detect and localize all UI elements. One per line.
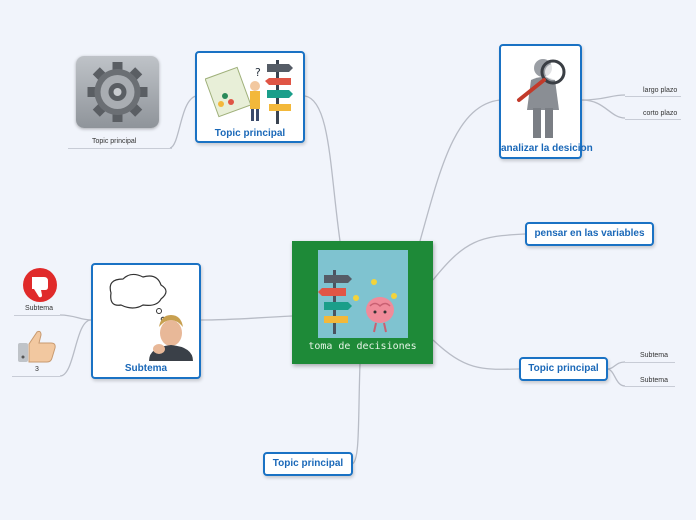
link-central-bottom [351, 363, 361, 465]
thumbs-down-caption: Subtema [25, 305, 54, 312]
link-analyze-largo [581, 94, 626, 101]
link-central-variables [432, 233, 526, 281]
link-left-thumbsup [59, 319, 92, 377]
corto-underline [625, 119, 681, 120]
subtopic-right-2: Subtema [640, 377, 669, 384]
largo-underline [625, 96, 681, 97]
gear-caption: Topic principal [92, 138, 137, 145]
subtopic-right-1: Subtema [640, 352, 669, 359]
central-topic-label: toma de decisiones [308, 341, 417, 352]
thinking-person-icon [109, 273, 193, 361]
topic-top-label: Topic principal [214, 128, 286, 139]
thumbs-up-caption: 3 [35, 366, 39, 373]
topic-analyze[interactable]: analizar la desicion [499, 44, 593, 159]
thumbs-up-underline [12, 376, 60, 377]
gear-image[interactable] [76, 56, 159, 128]
thumbs-down-icon[interactable] [22, 267, 58, 303]
brain-signpost-icon [318, 250, 408, 338]
link-right-sub1 [606, 361, 626, 370]
topic-right[interactable]: Topic principal [519, 357, 608, 381]
central-topic[interactable]: toma de decisiones [292, 241, 433, 364]
thumbs-down-underline [14, 315, 60, 316]
link-central-analyze [419, 99, 501, 242]
right-sub2-underline [625, 386, 675, 387]
link-central-right [432, 339, 520, 370]
svg-text:?: ? [255, 66, 261, 79]
link-left-thumbsdown [59, 314, 92, 321]
thumbs-up-icon[interactable] [17, 328, 59, 364]
link-analyze-corto [581, 99, 626, 119]
link-central-top [304, 95, 341, 242]
gear-caption-underline [68, 148, 172, 149]
link-top-gear [169, 95, 197, 149]
topic-bottom[interactable]: Topic principal [263, 452, 353, 476]
link-central-left [199, 315, 293, 321]
right-sub1-underline [625, 362, 675, 363]
gear-icon [87, 62, 148, 122]
topic-analyze-label: analizar la desicion [501, 143, 593, 154]
topic-top[interactable]: ? Topic principal [195, 51, 305, 143]
magnifier-person-icon [517, 59, 566, 138]
subtopic-corto: corto plazo [643, 110, 678, 117]
link-right-sub2 [606, 368, 626, 387]
topic-left-label: Subtema [124, 363, 168, 374]
topic-variables[interactable]: pensar en las variables [525, 222, 654, 246]
signpost-icon: ? [205, 60, 293, 124]
topic-left[interactable]: Subtema [91, 263, 201, 379]
subtopic-largo: largo plazo [643, 87, 678, 94]
